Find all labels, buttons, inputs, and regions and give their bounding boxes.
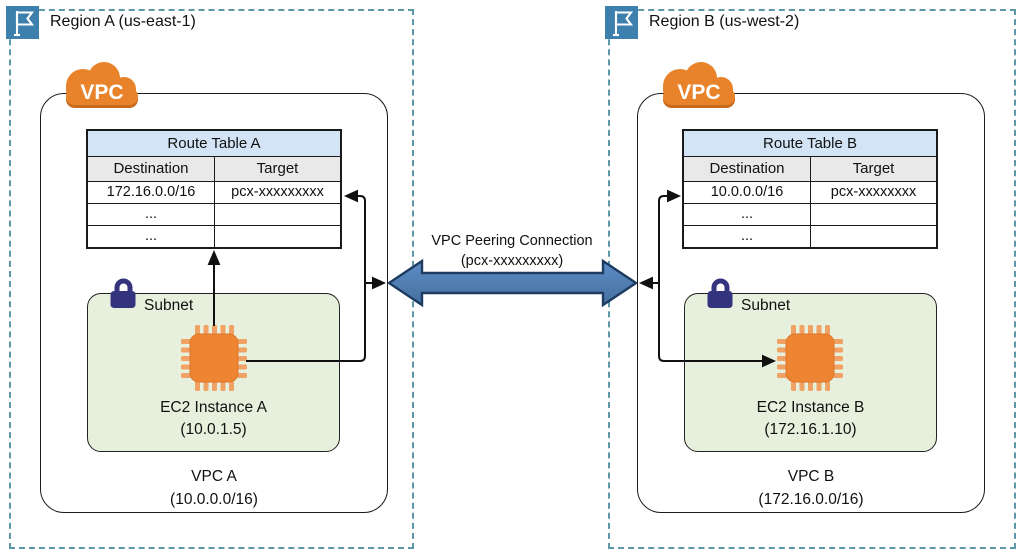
- vpc-name: VPC B: [787, 468, 835, 485]
- route-cell-target: [811, 204, 936, 225]
- route-cell-target: pcx-xxxxxxxxx: [231, 184, 324, 200]
- flag-icon: [605, 6, 638, 39]
- flag-icon: [14, 11, 35, 37]
- route-table-b: Route Table B Destination Target 10.0.0.…: [682, 129, 938, 249]
- peering-connection-id: (pcx-xxxxxxxxx): [460, 253, 564, 269]
- ec2-instance-ip: (172.16.1.10): [764, 421, 857, 438]
- route-cell-target: [215, 226, 340, 247]
- column-header-target: Target: [256, 160, 299, 177]
- table-row: 10.0.0.0/16 pcx-xxxxxxxx: [684, 182, 936, 204]
- lock-icon: [701, 274, 739, 312]
- chip-icon: [776, 324, 844, 392]
- route-cell-destination: ...: [684, 226, 811, 247]
- vpc-name: VPC A: [191, 468, 237, 485]
- route-cell-destination: 10.0.0.0/16: [684, 182, 811, 203]
- vpc-cloud-label: VPC: [677, 81, 720, 104]
- route-table-header-row: Destination Target: [684, 157, 936, 182]
- vpc-cloud-label: VPC: [80, 81, 123, 104]
- column-header-target: Target: [852, 160, 895, 177]
- vpc-b-label: VPC B (172.16.0.0/16): [637, 465, 985, 511]
- table-row: ...: [684, 204, 936, 226]
- table-row: ...: [88, 204, 340, 226]
- route-table-title: Route Table A: [88, 131, 340, 157]
- vpc-cidr: (172.16.0.0/16): [758, 491, 864, 508]
- subnet-label: Subnet: [144, 297, 194, 314]
- route-table-title: Route Table B: [684, 131, 936, 157]
- vpc-cloud-icon: VPC: [58, 58, 146, 114]
- vpc-a-label: VPC A (10.0.0.0/16): [40, 465, 388, 511]
- peering-connection-arrow: [386, 258, 639, 308]
- table-row: 172.16.0.0/16 pcx-xxxxxxxxx: [88, 182, 340, 204]
- chip-icon: [180, 324, 248, 392]
- ec2-instance-ip: (10.0.1.5): [180, 421, 247, 438]
- ec2-instance-name: EC2 Instance A: [160, 399, 267, 416]
- flag-icon: [6, 6, 39, 39]
- route-cell-destination: 172.16.0.0/16: [88, 182, 215, 203]
- column-header-destination: Destination: [88, 157, 215, 181]
- route-cell-destination: ...: [684, 204, 811, 225]
- lock-icon: [104, 274, 142, 312]
- table-row: ...: [88, 226, 340, 247]
- vpc-cidr: (10.0.0.0/16): [170, 491, 258, 508]
- route-cell-target: pcx-xxxxxxxx: [830, 184, 917, 200]
- subnet-label: Subnet: [741, 297, 791, 314]
- ec2-instance-label: EC2 Instance A (10.0.1.5): [87, 397, 340, 441]
- table-row: ...: [684, 226, 936, 247]
- route-cell-destination: ...: [88, 226, 215, 247]
- route-table-header-row: Destination Target: [88, 157, 340, 182]
- region-b-label: Region B (us-west-2): [649, 13, 800, 30]
- route-cell-target: [215, 204, 340, 225]
- column-header-destination: Destination: [684, 157, 811, 181]
- region-a-label: Region A (us-east-1): [50, 13, 196, 30]
- route-table-a: Route Table A Destination Target 172.16.…: [86, 129, 342, 249]
- route-cell-destination: ...: [88, 204, 215, 225]
- peering-connection-label: VPC Peering Connection (pcx-xxxxxxxxx): [402, 231, 622, 271]
- peering-label-text: VPC Peering Connection: [431, 233, 593, 249]
- vpc-cloud-icon: VPC: [655, 58, 743, 114]
- ec2-instance-label: EC2 Instance B (172.16.1.10): [684, 397, 937, 441]
- route-cell-target: [811, 226, 936, 247]
- ec2-instance-name: EC2 Instance B: [756, 399, 865, 416]
